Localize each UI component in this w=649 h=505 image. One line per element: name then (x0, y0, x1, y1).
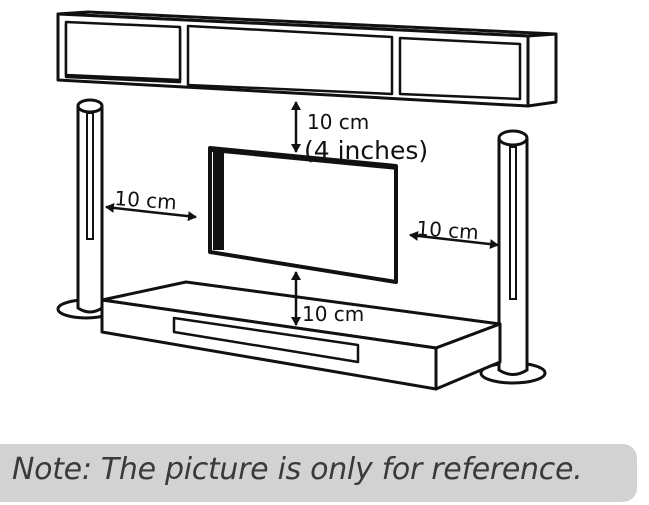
tv-stand (100, 280, 502, 391)
right-gap-arrow (409, 230, 455, 242)
right-tower-speaker (479, 129, 547, 385)
note-banner: Note: The picture is only for reference. (0, 444, 637, 502)
television (208, 146, 398, 284)
wall-cabinet (56, 10, 558, 108)
left-gap-label: 10 cm (114, 186, 178, 214)
right-gap-label: 10 cm (416, 216, 480, 244)
top-gap-label: 10 cm (307, 110, 369, 134)
reference-note: Note: The picture is only for reference. (12, 452, 583, 487)
installation-clearance-diagram: 10 cm (4 inches) 10 cm 10 cm 10 cm (56, 10, 558, 391)
bottom-gap-label: 10 cm (302, 302, 364, 326)
left-tower-speaker (56, 98, 116, 320)
dimension-arrows (105, 101, 499, 326)
top-gap-inches-label: (4 inches) (304, 136, 428, 165)
left-gap-arrow (105, 202, 151, 214)
